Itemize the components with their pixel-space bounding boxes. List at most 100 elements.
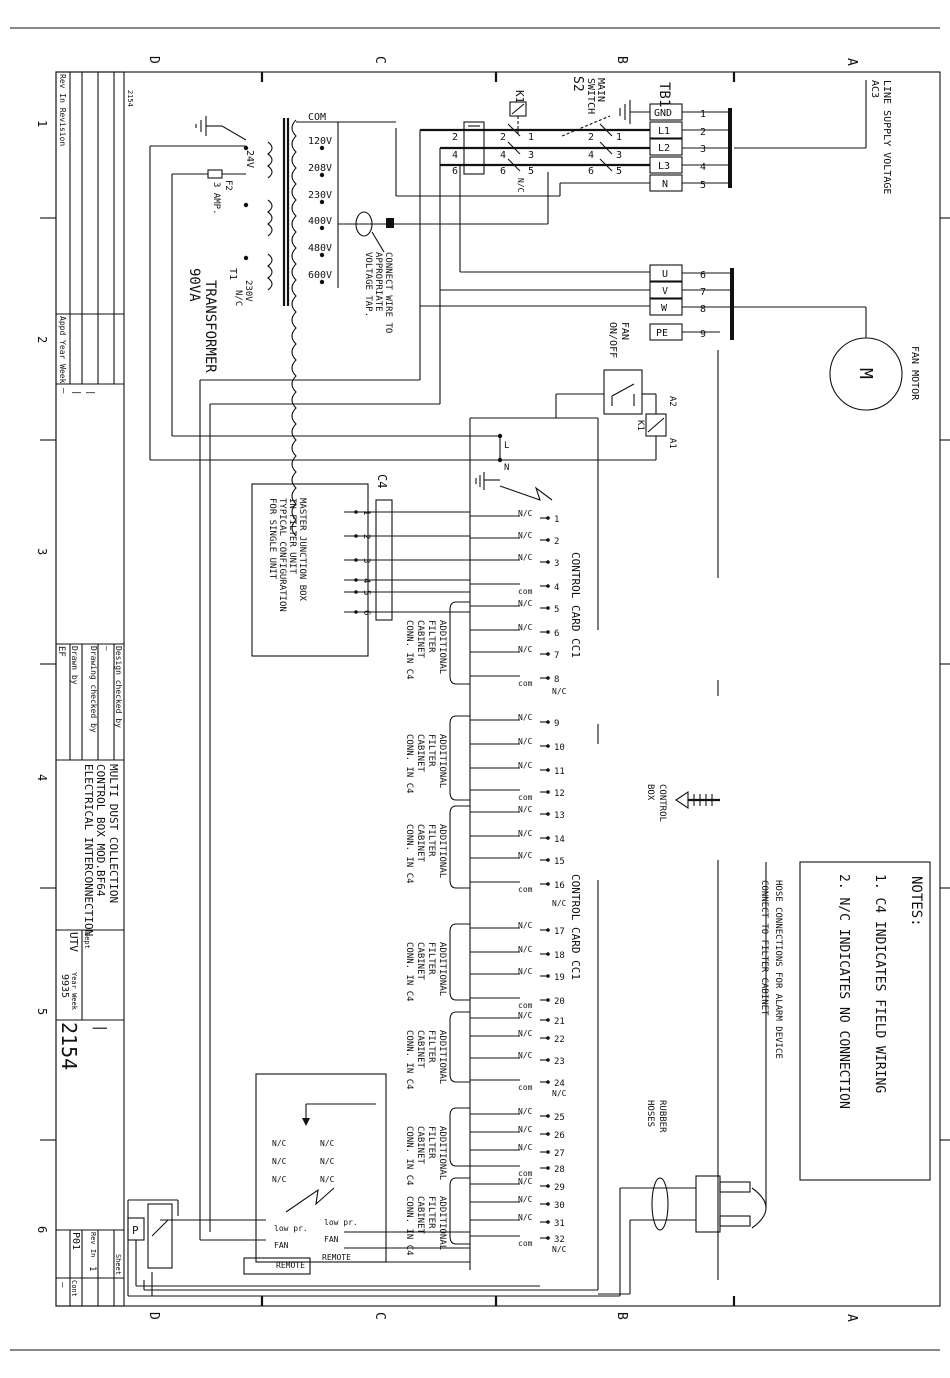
terminal-l1-label: L1 (658, 126, 670, 137)
overload-contact-2: 2 (452, 132, 458, 143)
terminal-2-number: 2 (700, 127, 706, 138)
cc1-nc-label: N/C (552, 899, 567, 908)
cc1-terminal-type: com (518, 1083, 533, 1092)
terminal-gnd-label: GND (654, 108, 672, 119)
cabinet-bracket (449, 715, 470, 801)
connect-wire-2: APPROPRIATE (373, 252, 383, 312)
rev-in-revision-label: Rev In Revision (58, 74, 67, 146)
cc1-terminal-number: 5 (554, 605, 559, 615)
rubber-hoses-label-2: HOSES (645, 1100, 655, 1127)
k1-contact-6: 6 (500, 166, 506, 177)
junction-line-3: TYPICAL CONFIGURATION (277, 498, 287, 612)
cc1-terminal-number: 32 (554, 1235, 565, 1245)
contactor-k1: K1 2 1 4 3 6 5 N/C 2 4 6 (420, 90, 576, 193)
cabinet-label-line: CABINET (415, 1196, 425, 1235)
overload-contact-6: 6 (452, 166, 458, 177)
c4-label: C4 (375, 474, 389, 488)
appd-year-week-label: Appd Year Week (58, 316, 67, 384)
hose-note-2: CONNECT TO FILTER CABINET (759, 880, 769, 1016)
dept-value: UTV (67, 932, 80, 952)
cabinet-label-line: CONN. IN C4 (404, 1126, 414, 1186)
k1-contact-4: 4 (500, 150, 506, 161)
line-supply-ac3: AC3 (869, 80, 880, 98)
secondary-230v: 230V (243, 280, 253, 302)
cabinet-label-line: CONN. IN C4 (404, 824, 414, 884)
cc1-terminal-number: 30 (554, 1201, 565, 1211)
cc1-terminal-type: N/C (518, 1143, 533, 1152)
cc1-nc-label: N/C (552, 687, 567, 696)
cc1-terminal-number: 7 (554, 651, 559, 661)
cont-value: — (57, 1282, 67, 1288)
k1-contact-5: 5 (528, 166, 534, 177)
cc1-terminal-number: 27 (554, 1149, 565, 1159)
cc1-terminal-number: 8 (554, 675, 559, 685)
tap-120v: 120V (308, 136, 332, 147)
tap-480v: 480V (308, 243, 332, 254)
cc1-terminal-type: N/C (518, 945, 533, 954)
s2-contact-1: 1 (616, 132, 622, 143)
remote-nc-label: N/C (320, 1157, 335, 1166)
junction-line-2: IN FILTER UNIT (287, 498, 297, 574)
cc1-terminal-number: 25 (554, 1113, 565, 1123)
title-block: Rev In Revision Appd Year Week — | | 215… (55, 71, 134, 1307)
zone-bottom-a: A (844, 1314, 859, 1322)
cc1-nc-label: N/C (552, 1089, 567, 1098)
terminal-n-label: N (662, 179, 668, 190)
cc1-terminal-type: N/C (518, 1107, 533, 1116)
junction-line-1: MASTER JUNCTION BOX (297, 498, 307, 602)
c4-terminal-dot (354, 510, 358, 514)
c4-terminal-number: 4 (361, 578, 371, 583)
zone-top-a: A (844, 58, 859, 66)
cc1-terminal-type: N/C (518, 1051, 533, 1060)
cc1-terminal-type: N/C (518, 1011, 533, 1020)
cabinet-label-line: ADDITIONAL (437, 620, 447, 674)
remote-remote-2: REMOTE (322, 1253, 351, 1262)
terminal-l3-label: L3 (658, 161, 670, 172)
remote-nc-label: N/C (272, 1175, 287, 1184)
year-week-value: 9935 (59, 974, 70, 998)
tap-400v: 400V (308, 216, 332, 227)
main-switch-s2: 2 1 4 3 6 5 (561, 115, 650, 177)
cc1-terminal-type: N/C (518, 713, 533, 722)
c4-terminal-number: 5 (361, 590, 371, 595)
cabinet-bracket (449, 1107, 470, 1167)
s2-contact-3: 3 (616, 150, 622, 161)
s2-contact-2: 2 (588, 132, 594, 143)
cabinet-label-line: FILTER (426, 1126, 436, 1159)
cc1-terminal-number: 26 (554, 1131, 565, 1141)
cc1-terminal-type: N/C (518, 553, 533, 562)
cc1-terminal-number: 2 (554, 537, 559, 547)
zone-side-4: 4 (35, 774, 49, 781)
control-box-arrow-icon (675, 790, 689, 810)
cabinet-label-line: ADDITIONAL (437, 1196, 447, 1250)
zone-side-6: 6 (35, 1226, 49, 1233)
terminal-u-label: U (662, 269, 668, 280)
cc1-terminal-number: 3 (554, 559, 559, 569)
cc1-terminal-type: com (518, 1001, 533, 1010)
secondary-24v: 24V (244, 150, 255, 168)
rev-value: P01 (70, 1232, 81, 1250)
zone-top-d: D (146, 56, 161, 64)
cabinet-label-line: CONN. IN C4 (404, 942, 414, 1002)
hose-connector (695, 1175, 721, 1233)
t1-nc-label: N/C (233, 290, 243, 306)
main-switch-label-3: S2 (570, 76, 585, 92)
tb1-terminal-l1: L1 2 (649, 121, 730, 139)
cc1-l-label: L (504, 441, 509, 451)
rev-in-label: Rev In (89, 1232, 97, 1257)
c4-terminal-dot (354, 578, 358, 582)
cabinet-label-line: CABINET (415, 942, 425, 981)
cc1-terminal-number: 10 (554, 743, 565, 753)
terminal-l2-label: L2 (658, 143, 670, 154)
terminal-1-number: 1 (700, 109, 706, 120)
cabinet-label-line: FILTER (426, 734, 436, 767)
zone-bottom-b: B (614, 1312, 629, 1320)
c4-terminal-dot (354, 590, 358, 594)
terminal-9-number: 9 (700, 329, 706, 340)
overload-contact-4: 4 (452, 150, 458, 161)
cc1-terminal-type: N/C (518, 1125, 533, 1134)
cc1-terminal-type: N/C (518, 761, 533, 770)
fuse-f2-rating: 3 AMP. (211, 182, 221, 215)
cc1-terminal-type: N/C (518, 921, 533, 930)
